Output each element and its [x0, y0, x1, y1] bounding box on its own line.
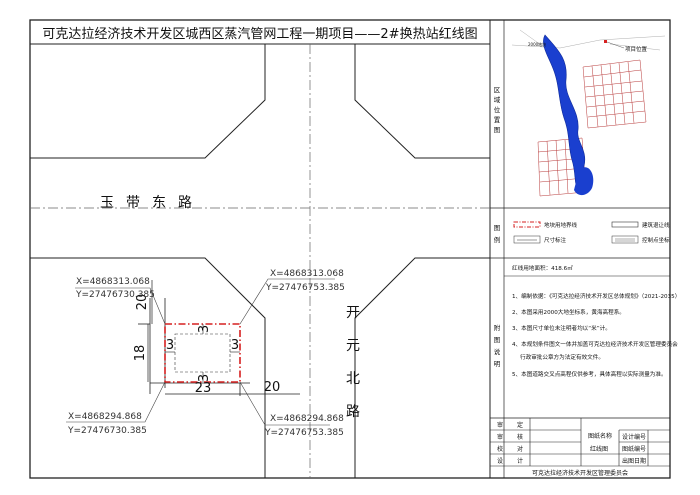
dim-right-setback: 20 [264, 380, 281, 395]
title-block-grid [490, 418, 670, 467]
region-label-4: 置 [494, 116, 501, 124]
road-name-kaiyuan-2: 元 [346, 338, 362, 354]
project-leader [606, 41, 625, 49]
coord-tr-y: Y=27476753.385 [265, 283, 345, 293]
side-panel: 项目位置 2000地块 区 域 位 置 图 图 例 附 图 说 明 地块用地界线… [490, 20, 680, 478]
coord-br-y: Y=27476753.385 [264, 428, 344, 438]
legend-item-control-point: 控制点坐标 [642, 236, 670, 244]
red-line-boundary [164, 323, 241, 383]
note-2: 2、本图采用2000大地坐标系，黄海高程系。 [512, 308, 625, 316]
road-edge-ne [354, 44, 490, 159]
coordinate-leaders [66, 278, 335, 426]
dim-inner-left: 3 [166, 338, 174, 353]
road-name-kaiyuan-3: 北 [346, 371, 362, 387]
inner-dimension-ticks [165, 324, 240, 382]
legend-item-dimension: 尺寸标注 [544, 236, 567, 244]
road-name-kaiyuan-4: 路 [346, 404, 362, 420]
leader-top-left [75, 287, 166, 325]
site-area: 红线用地面积：418.6㎡ [512, 264, 573, 272]
legend-swatch-setback [611, 221, 639, 228]
region-location-map: 项目位置 2000地块 [511, 29, 666, 197]
legend-swatch-dimension [513, 235, 541, 244]
road-name-yudai-4: 路 [178, 195, 194, 211]
road-edge-nw [30, 44, 266, 159]
legend-swatch-control-point [611, 235, 639, 244]
legend-item-boundary: 地块用地界线 [544, 221, 578, 229]
dim-inner-top: 3 [197, 325, 212, 333]
tb-row-1-left: 审 [497, 421, 503, 429]
legend-item-setback: 建筑退让线 [642, 221, 670, 229]
project-location-marker [604, 40, 607, 43]
note-3: 3、本图尺寸单位未注明者均以“米”计。 [512, 324, 611, 332]
road-centerlines [30, 44, 490, 478]
legend-swatch-boundary [513, 221, 541, 228]
leader-bottom-right [239, 381, 330, 426]
region-label-5: 图 [494, 126, 501, 134]
coord-tl-x: X=4868313.068 [76, 277, 150, 287]
tb-field-drawing-no: 图纸编号 [622, 445, 646, 453]
tb-row-3-right: 对 [517, 445, 523, 453]
tb-drawing-name-label: 图纸名称 [588, 432, 612, 440]
coord-bl-y: Y=27476730.385 [67, 426, 147, 436]
dim-top-setback: 20 [135, 294, 150, 311]
tb-row-4-left: 设 [497, 457, 503, 465]
coord-bl-x: X=4868294.868 [68, 412, 142, 422]
road-edge-sw [30, 257, 266, 478]
road-edge-se [354, 257, 490, 478]
note-1: 1、编制依据：《可克达拉经济技术开发区总体规划》（2021-2035） [512, 292, 680, 300]
building-setback-line [174, 333, 231, 373]
notes-label-3: 说 [494, 347, 501, 356]
coord-tl-y: Y=27476730.385 [75, 290, 155, 300]
road-name-yudai-2: 带 [126, 195, 142, 211]
note-4: 4、本规划条件图文一体并加盖可克达拉经济技术开发区管理委员会 [512, 340, 678, 348]
tb-row-3-left: 校 [497, 445, 503, 453]
lake [574, 167, 594, 196]
coord-tr-x: X=4868313.068 [270, 269, 344, 279]
dimension-lines [147, 280, 300, 395]
tb-field-design-no: 设计编号 [622, 433, 646, 441]
map-small-label: 2000地块 [528, 41, 546, 47]
legend: 地块用地界线 建筑退让线 尺寸标注 控制点坐标 [513, 221, 670, 244]
region-label-1: 区 [494, 86, 501, 94]
dim-inner-right: 3 [231, 338, 239, 353]
tb-row-1-right: 定 [517, 421, 523, 429]
notes-label-2: 图 [494, 336, 501, 344]
leader-top-right [239, 278, 335, 325]
outer-frame [29, 19, 671, 479]
road-edges [30, 44, 490, 478]
page-title: 可克达拉经济技术开发区城西区蒸汽管网工程一期项目——2#换热站红线图 [42, 26, 477, 42]
road-name-yudai-3: 东 [152, 195, 168, 211]
project-location-label: 项目位置 [625, 45, 648, 53]
tb-row-2-right: 核 [517, 433, 523, 441]
tb-row-2-left: 审 [497, 433, 503, 441]
tb-drawing-name: 红线图 [590, 445, 608, 453]
road-name-yudai-1: 玉 [100, 195, 116, 211]
legend-label-2: 例 [494, 235, 501, 244]
leader-bottom-left [66, 381, 166, 423]
region-label-3: 位 [494, 105, 501, 114]
map-grid-north [582, 59, 647, 129]
region-label-2: 域 [494, 95, 501, 104]
road-name-kaiyuan-1: 开 [346, 305, 362, 321]
legend-label-1: 图 [494, 224, 501, 232]
notes-label-1: 附 [494, 323, 501, 332]
tb-field-date: 出图日期 [622, 457, 646, 465]
river [543, 34, 586, 193]
notes-label-4: 明 [494, 360, 501, 368]
dim-inner-bottom: 3 [197, 374, 212, 382]
tb-row-4-right: 计 [517, 457, 523, 465]
note-4-cont: 行政审批公章方为法定有效文件。 [520, 353, 604, 361]
coord-br-x: X=4868294.868 [270, 414, 344, 424]
dim-width: 23 [195, 381, 212, 396]
tb-organization: 可克达拉经济技术开发区管理委员会 [532, 469, 628, 477]
note-5: 5、本图道路交叉点高程仅供参考，具体高程以实际测量为准。 [512, 370, 667, 378]
dim-height: 18 [133, 345, 148, 362]
